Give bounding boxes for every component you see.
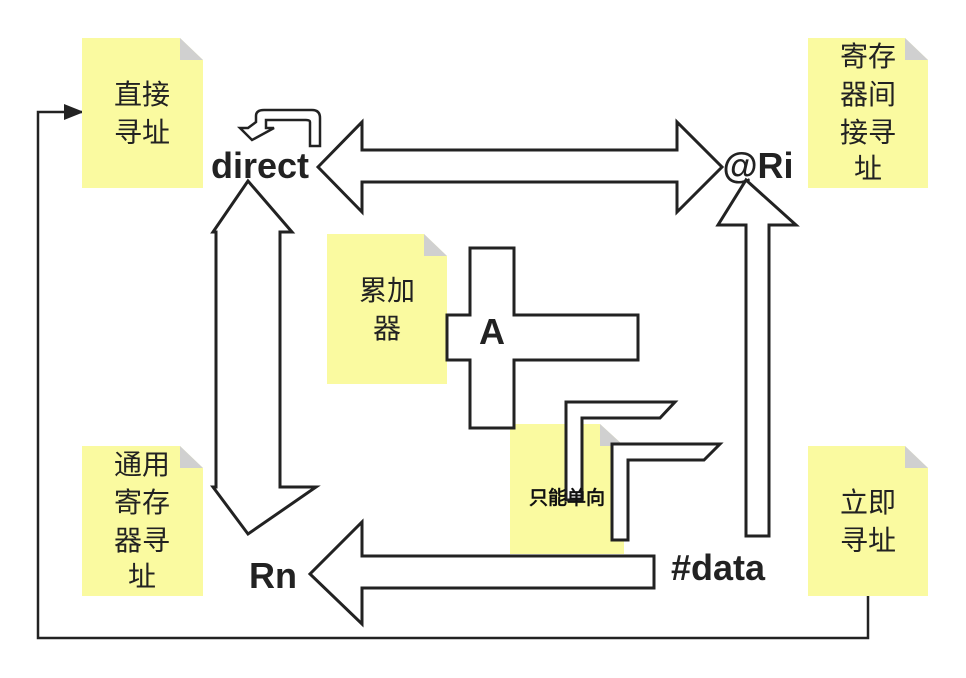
note-line: 器寻: [114, 524, 170, 557]
note-line: 寄存: [114, 486, 170, 519]
note-line: 址: [854, 152, 882, 185]
node-immediate: #data: [671, 547, 766, 588]
arrow-direct-ri: [315, 118, 725, 216]
note-line: 器: [373, 312, 401, 345]
note-immediate-addressing: 立即 寻址: [808, 446, 928, 596]
node-register: Rn: [249, 555, 297, 596]
note-line: 寻址: [114, 116, 170, 149]
node-register-indirect: @Ri: [722, 145, 793, 186]
arrow-direct-rn: [210, 178, 321, 537]
accumulator-cross: [445, 246, 640, 430]
note-line: 寻址: [840, 524, 896, 557]
feedback-arrowhead: [64, 104, 84, 120]
note-register-indirect-addressing: 寄存 器间 接寻 址: [808, 38, 928, 188]
note-one-way-only-text: 只能单向: [529, 486, 605, 509]
note-accumulator: 累加 器: [327, 234, 447, 384]
note-line: 器间: [840, 78, 896, 111]
arrow-data-a-lower: [610, 442, 724, 542]
note-line: 址: [128, 560, 156, 593]
loop-arrow-direct: [236, 108, 322, 148]
node-accumulator: A: [479, 311, 505, 352]
node-direct: direct: [211, 145, 309, 186]
arrow-data-a-upper: [564, 400, 679, 502]
note-general-register-addressing: 通用 寄存 器寻 址: [82, 446, 203, 596]
note-direct-addressing: 直接 寻址: [82, 38, 203, 188]
note-line: 接寻: [840, 116, 896, 149]
arrow-data-ri: [715, 177, 800, 538]
note-line: 累加: [359, 274, 415, 307]
note-line: 通用: [114, 448, 170, 481]
note-line: 寄存: [840, 40, 896, 73]
feedback-line: [36, 110, 870, 640]
note-line: 直接: [114, 78, 170, 111]
note-line: 立即: [840, 486, 896, 519]
arrow-data-rn: [307, 518, 656, 628]
